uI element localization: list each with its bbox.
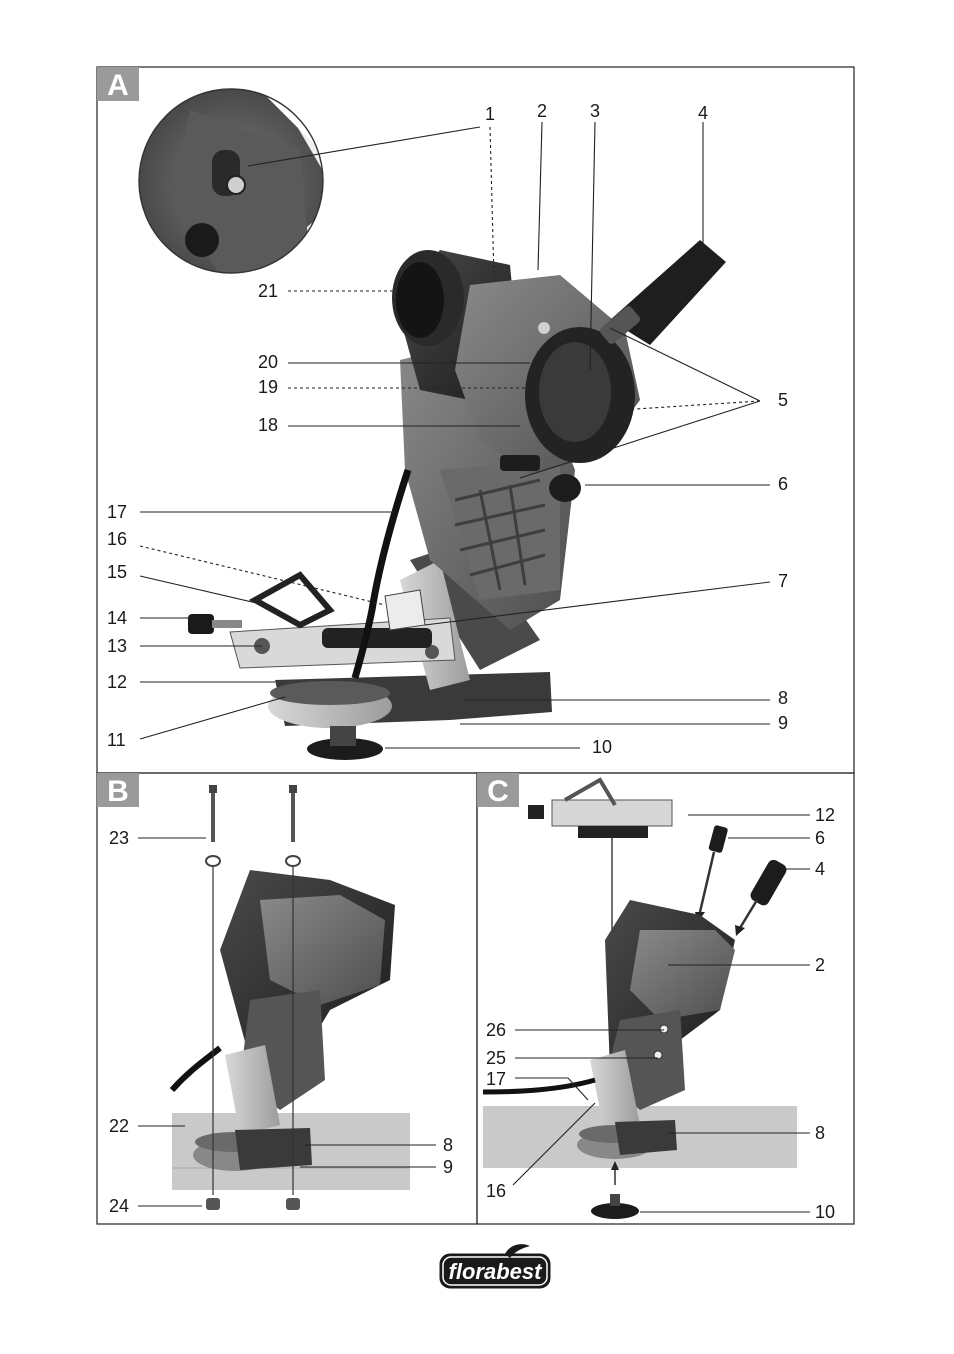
- callout-15: 15: [107, 562, 127, 582]
- callout-16: 16: [107, 529, 127, 549]
- callout-labels-c: 12 6 4 2 26 25 17 16 8 10: [486, 805, 835, 1222]
- machine-illustration-c: [482, 777, 797, 1219]
- callout-17-c: 17: [486, 1069, 506, 1089]
- callout-4-c: 4: [815, 859, 825, 879]
- callout-4: 4: [698, 103, 708, 123]
- callout-22: 22: [109, 1116, 129, 1136]
- leader-lines-a: [139, 121, 771, 749]
- panel-tag-c: C: [477, 773, 519, 808]
- callout-18: 18: [258, 415, 278, 435]
- callout-6-c: 6: [815, 828, 825, 848]
- machine-illustration-b: [169, 785, 410, 1210]
- callout-19: 19: [258, 377, 278, 397]
- logo-text: florabest: [449, 1259, 544, 1284]
- callout-9: 9: [778, 713, 788, 733]
- panel-frames: [96, 66, 855, 1225]
- callout-13: 13: [107, 636, 127, 656]
- svg-text:C: C: [487, 775, 509, 808]
- callout-17: 17: [107, 502, 127, 522]
- callout-9-b: 9: [443, 1157, 453, 1177]
- callout-5: 5: [778, 390, 788, 410]
- callout-1: 1: [485, 104, 495, 124]
- callout-10-c: 10: [815, 1202, 835, 1222]
- callout-labels-a: 1 2 3 4 5 6 7 8 9 10 11 12 13 14 15 16 1…: [107, 101, 788, 757]
- callout-10: 10: [592, 737, 612, 757]
- callout-2-c: 2: [815, 955, 825, 975]
- callout-23: 23: [109, 828, 129, 848]
- callout-12: 12: [107, 672, 127, 692]
- callout-24: 24: [109, 1196, 129, 1216]
- callout-2: 2: [537, 101, 547, 121]
- callout-20: 20: [258, 352, 278, 372]
- machine-illustration-a: [138, 88, 726, 760]
- callout-25: 25: [486, 1048, 506, 1068]
- leader-lines-c: [512, 814, 810, 1213]
- callout-26: 26: [486, 1020, 506, 1040]
- callout-3: 3: [590, 101, 600, 121]
- callout-6: 6: [778, 474, 788, 494]
- callout-8: 8: [778, 688, 788, 708]
- leader-lines-b: [138, 837, 436, 1207]
- callout-labels-b: 23 22 24 8 9: [109, 828, 453, 1216]
- callout-14: 14: [107, 608, 127, 628]
- callout-12-c: 12: [815, 805, 835, 825]
- callout-8-b: 8: [443, 1135, 453, 1155]
- florabest-logo: florabest: [439, 1244, 551, 1289]
- panel-tag-a: A: [97, 67, 139, 102]
- callout-21: 21: [258, 281, 278, 301]
- detail-inset: [139, 89, 323, 273]
- callout-8-c: 8: [815, 1123, 825, 1143]
- callout-11: 11: [107, 730, 126, 750]
- callout-16-c: 16: [486, 1181, 506, 1201]
- callout-7: 7: [778, 571, 788, 591]
- svg-text:A: A: [107, 69, 129, 102]
- panel-tag-b: B: [97, 773, 139, 808]
- svg-text:B: B: [107, 775, 129, 808]
